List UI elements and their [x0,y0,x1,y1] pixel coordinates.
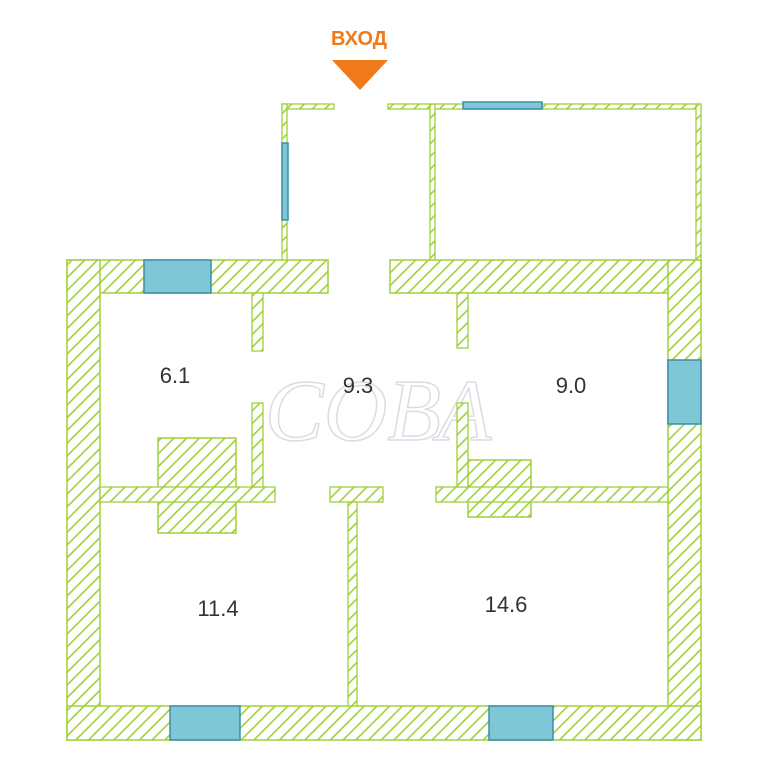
window [667,359,702,425]
exterior-wall-segment [667,259,702,741]
room-area-label: 11.4 [197,596,238,621]
room-area-label: 9.0 [556,373,587,398]
windows [143,101,702,741]
exterior-wall-segment [389,259,702,294]
window [488,705,554,741]
window [462,101,543,110]
interior-wall-segment [456,402,469,488]
interior-wall-segment [281,103,335,110]
interior-walls [99,103,702,707]
interior-wall-segment [251,402,264,488]
exterior-wall-segment [66,705,702,741]
window [143,259,212,294]
interior-wall-segment [429,103,436,261]
room-area-label: 9.3 [343,373,374,398]
exterior-wall-segment [157,437,237,534]
window [169,705,241,741]
watermark-logo: СОВА [265,363,493,460]
interior-wall-segment [456,292,469,349]
entrance-label: ВХОД [331,28,387,50]
interior-wall-segment [435,486,669,503]
exterior-wall-segment [66,259,101,741]
exterior-walls [66,259,702,741]
room-area-label: 14.6 [485,592,528,617]
interior-wall-segment [695,103,702,261]
interior-wall-segment [347,501,358,707]
triangle-down-icon [332,60,388,90]
interior-wall-segment [251,292,264,352]
room-area-label: 6.1 [160,363,191,388]
window [281,142,289,221]
interior-wall-segment [329,486,384,503]
interior-wall-segment [99,486,276,503]
